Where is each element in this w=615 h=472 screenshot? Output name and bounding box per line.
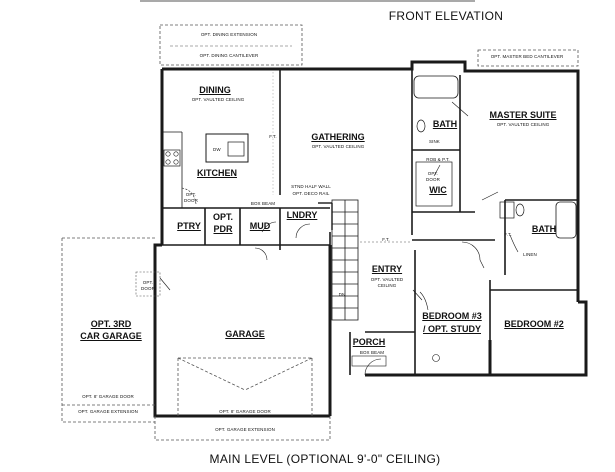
interior-walls [162,69,578,375]
opt-dining-extension-note: OPT. DINING EXTENSION [200,32,258,37]
sink-note: SINK [429,139,440,144]
box-beam-note-2: BOX BEAM [359,350,385,355]
opt-deco-rail-note: OPT. DECO RAIL [292,191,330,196]
toilet-icon [416,119,426,133]
room-lndry-label: LNDRY [286,210,318,220]
opt-door-wic-note-1: OPT. [427,171,439,176]
kitchen-island [205,133,249,163]
room-bedroom3-label-1: BEDROOM #3 [422,311,482,321]
opt-door-garage-note-2: DOOR [141,286,155,291]
garage-door-note-1: OPT. 8' GARAGE DOOR [219,409,271,414]
front-elevation-title: FRONT ELEVATION [388,9,504,23]
room-bedroom3-label-2: / OPT. STUDY [422,324,482,334]
kitchen-sink-icon [227,141,245,157]
dw-note: DW [213,147,221,152]
garage-ext-note-1: OPT. GARAGE EXTENSION [78,409,138,414]
room-opt-3rd-label-1: OPT. 3RD [90,319,132,329]
ft-note-2: F.T. [382,237,390,242]
box-beam-note-1: BOX BEAM [250,201,276,206]
garage-door-note-2: OPT. 8' GARAGE DOOR [82,394,134,399]
room-bedroom2-label: BEDROOM #2 [504,319,564,329]
stove-icon [163,149,181,167]
opt-door-wic-note-2: DOOR [426,177,440,182]
ft-note-1: F.T. [269,134,277,139]
room-ptry-label: PTRY [177,221,201,231]
staircase [331,199,359,321]
main-level-title: MAIN LEVEL (OPTIONAL 9'-0" CEILING) [209,452,441,466]
room-entry-sub-1: OPT. VAULTED [370,277,404,282]
room-wic-label: WIC [429,185,447,195]
room-bath-2-label: BATH [531,224,557,234]
porch-light-icon [432,354,440,362]
opt-door-note-1: OPT. [185,192,197,197]
room-gathering-sub: OPT. VAULTED CEILING [311,144,365,149]
opt-master-bed-cantilever-note: OPT. MASTER BED CANTILEVER [490,54,564,59]
room-entry-label: ENTRY [371,264,403,274]
room-entry-sub-2: CEILING [377,283,397,288]
bath2-vanity-icon [499,201,515,219]
room-garage-label: GARAGE [225,329,265,339]
linen-note: LINEN [523,252,537,257]
wic-closet [415,161,453,207]
ft-note-3: F.T. [504,232,512,237]
room-mud-label: MUD [249,221,271,231]
stair-dn-note: DN [338,292,346,297]
opt-door-garage-note-1: OPT. [142,280,154,285]
room-dining-label: DINING [199,85,231,95]
room-dining-sub: OPT. VAULTED CEILING [191,97,245,102]
bath2-tub-icon [555,201,577,239]
opt-door-note-2: DOOR [184,198,198,203]
room-opt-pdr-label-2: PDR [213,224,233,234]
garage-ext-note-2: OPT. GARAGE EXTENSION [215,427,275,432]
room-opt-3rd-label-2: CAR GARAGE [80,331,142,341]
master-tub-icon [413,75,459,99]
opt-3rd-garage-outline [61,237,155,423]
room-opt-pdr-label-1: OPT. [212,212,234,222]
room-gathering-label: GATHERING [311,132,365,142]
dining-extension-outline [159,24,303,66]
room-porch-label: PORCH [352,337,386,347]
stnd-half-wall-note: STND HALF WALL [291,184,331,189]
room-master-suite-label: MASTER SUITE [489,110,557,120]
door-swings [254,191,519,376]
opt-dining-cantilever-note: OPT. DINING CANTILEVER [199,53,259,58]
rob-pt-note: ROB & P.T. [426,157,450,162]
garage-door-outline [177,357,313,416]
garage-extension-outline [154,416,331,441]
room-master-suite-sub: OPT. VAULTED CEILING [496,122,550,127]
room-master-bath-label: BATH [432,119,458,129]
room-kitchen-label: KITCHEN [197,168,237,178]
master-cantilever-outline [477,49,579,67]
